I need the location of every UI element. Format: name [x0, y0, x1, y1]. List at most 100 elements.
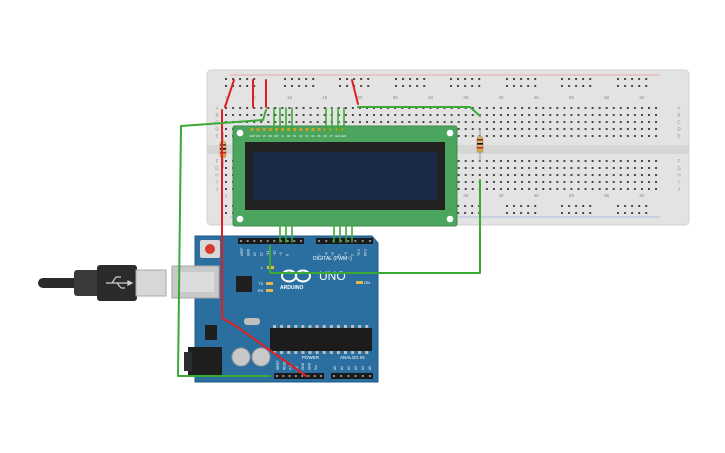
- wire-green-gnd[interactable]: [177, 109, 271, 377]
- breadboard-hole: [457, 128, 460, 130]
- reset-button[interactable]: [205, 244, 215, 254]
- pin-label: A5: [368, 366, 372, 370]
- breadboard-hole: [577, 107, 580, 109]
- led-l-label: L: [261, 265, 264, 270]
- breadboard-row-letter: A: [215, 106, 218, 111]
- breadboard-hole: [591, 121, 594, 123]
- breadboard-hole: [527, 78, 530, 80]
- breadboard-hole: [471, 160, 474, 162]
- breadboard-hole: [549, 167, 552, 169]
- lcd-pin: [311, 128, 315, 131]
- wire-green[interactable]: [357, 106, 481, 117]
- breadboard-hole: [619, 128, 622, 130]
- atmega-chip-legs: [273, 325, 369, 354]
- breadboard-hole: [542, 128, 545, 130]
- wire-green-contrast[interactable]: [269, 179, 481, 274]
- breadboard-hole: [225, 188, 227, 190]
- breadboard-hole: [225, 174, 227, 176]
- breadboard-hole: [492, 188, 495, 190]
- breadboard-hole: [499, 107, 502, 109]
- breadboard-row-letter: F: [678, 159, 681, 164]
- breadboard-hole: [655, 135, 658, 137]
- breadboard-hole: [577, 135, 580, 137]
- lcd-pin-label: RW: [274, 135, 279, 138]
- resistor-right[interactable]: [476, 128, 484, 162]
- arduino-uno[interactable]: L TX RX ON DIGITAL (PWM~) UNO ARDUINO PO…: [171, 235, 379, 383]
- breadboard-hole: [457, 167, 460, 169]
- breadboard-hole: [570, 160, 573, 162]
- breadboard-hole: [514, 167, 517, 169]
- breadboard-hole: [457, 135, 460, 137]
- header-hole: [260, 240, 262, 242]
- breadboard-hole: [648, 160, 650, 162]
- breadboard-hole: [605, 107, 608, 109]
- breadboard-hole: [514, 114, 517, 116]
- breadboard-hole: [563, 128, 566, 130]
- header-hole: [333, 375, 335, 377]
- header-hole: [339, 240, 342, 242]
- breadboard-hole: [492, 174, 495, 176]
- chip-leg: [365, 351, 369, 354]
- breadboard-column-number: 55: [604, 193, 610, 198]
- breadboard-hole: [640, 114, 643, 116]
- pin-label: 13: [253, 252, 257, 256]
- breadboard-hole: [346, 85, 349, 87]
- breadboard-hole: [598, 107, 601, 109]
- breadboard-hole: [528, 174, 531, 176]
- breadboard-hole: [291, 78, 294, 80]
- breadboard-hole: [492, 160, 495, 162]
- wires[interactable]: [177, 79, 481, 377]
- breadboard-column-number: 35: [463, 193, 469, 198]
- breadboard-hole: [648, 188, 650, 190]
- breadboard-hole: [631, 205, 634, 207]
- breadboard-hole: [633, 181, 636, 183]
- breadboard-hole: [542, 135, 545, 137]
- breadboard-hole: [633, 121, 636, 123]
- breadboard-hole: [591, 188, 594, 190]
- breadboard-hole: [584, 128, 587, 130]
- breadboard-hole: [626, 114, 629, 116]
- breadboard-hole: [225, 160, 227, 162]
- breadboard-hole: [563, 181, 566, 183]
- breadboard-hole: [395, 78, 397, 80]
- breadboard-hole: [436, 121, 439, 123]
- breadboard-hole: [450, 78, 452, 80]
- breadboard-hole: [563, 107, 566, 109]
- breadboard-hole: [499, 128, 502, 130]
- breadboard-hole: [535, 114, 538, 116]
- breadboard-hole: [499, 181, 502, 183]
- breadboard-hole: [549, 121, 552, 123]
- header-hole: [354, 375, 357, 377]
- breadboard-hole: [387, 114, 390, 116]
- breadboard-hole: [302, 121, 305, 123]
- breadboard-hole: [521, 181, 524, 183]
- usb-cable[interactable]: [38, 265, 167, 301]
- lcd-pin: [256, 128, 260, 131]
- breadboard-hole: [485, 181, 488, 183]
- breadboard-hole: [450, 121, 453, 123]
- breadboard-hole: [528, 181, 531, 183]
- breadboard-row-letter: D: [677, 127, 681, 132]
- breadboard-hole: [416, 78, 419, 80]
- breadboard-hole: [485, 121, 488, 123]
- header-hole: [288, 375, 291, 377]
- breadboard-hole: [507, 174, 509, 176]
- breadboard-hole: [367, 85, 370, 87]
- pin-label: A1: [340, 366, 344, 370]
- chip-leg: [344, 351, 347, 354]
- breadboard-hole: [549, 174, 552, 176]
- breadboard-hole: [633, 114, 636, 116]
- wire-red[interactable]: [224, 79, 235, 108]
- breadboard-row-letter: C: [677, 120, 681, 125]
- breadboard-column-number: 1: [225, 95, 228, 100]
- breadboard-hole: [253, 78, 256, 80]
- breadboard-hole: [232, 107, 235, 109]
- wire-red-5v[interactable]: [221, 109, 307, 377]
- wire-red[interactable]: [351, 79, 359, 105]
- arduino-model: UNO: [319, 269, 346, 283]
- header-hole: [325, 240, 328, 242]
- breadboard-hole: [457, 188, 460, 190]
- analog-in-label: ANALOG IN: [340, 355, 365, 360]
- chip-leg: [336, 325, 340, 328]
